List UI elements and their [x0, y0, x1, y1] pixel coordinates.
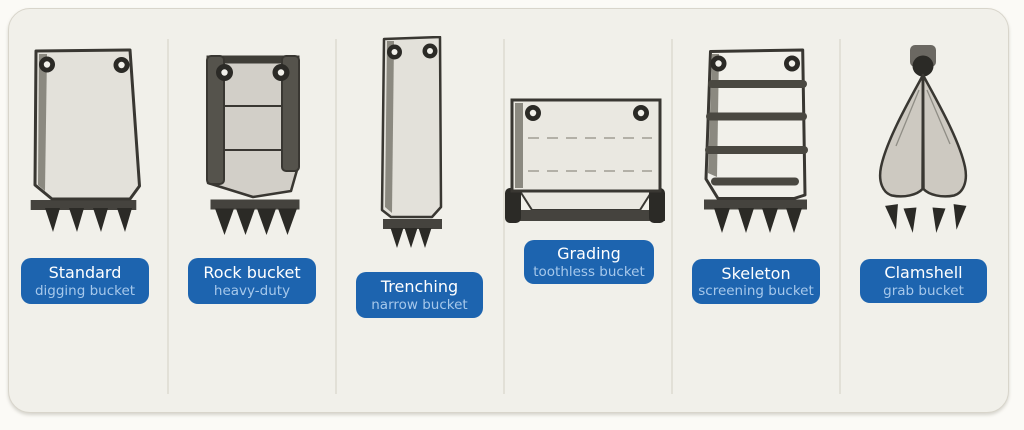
right-jaw	[921, 73, 968, 198]
rock-bucket-label: Rock bucket heavy-duty	[188, 258, 316, 304]
side-strip	[515, 103, 523, 188]
clamshell-bucket-icon	[878, 45, 968, 233]
mounting-bolts	[525, 105, 649, 121]
skeleton-bucket-label: Skeleton screening bucket	[692, 259, 820, 304]
right-rail	[281, 55, 300, 172]
cutting-edge-bar	[704, 199, 807, 210]
left-jaw	[878, 73, 925, 198]
cutting-edge-bar	[30, 200, 137, 210]
bucket-subtitle: digging bucket	[34, 282, 136, 299]
jaw-creases	[895, 89, 951, 147]
bucket-title: Grading	[557, 244, 621, 263]
bucket-subtitle: heavy-duty	[213, 282, 291, 299]
bucket-subtitle: toothless bucket	[533, 263, 645, 280]
bucket-teeth	[390, 228, 432, 248]
clamshell-bucket-label: Clamshell grab bucket	[860, 259, 987, 303]
left-rail	[206, 55, 225, 185]
bucket-title: Standard	[48, 263, 122, 282]
column-divider	[839, 39, 841, 394]
skeleton-bucket-icon	[704, 48, 808, 233]
mounting-bolts	[216, 64, 290, 81]
side-strip	[385, 41, 394, 213]
column-divider	[503, 39, 505, 394]
trenching-bucket-icon	[380, 36, 443, 248]
cutting-edge-bar	[383, 219, 442, 229]
bucket-teeth	[714, 208, 802, 233]
bucket-subtitle: narrow bucket	[371, 296, 468, 313]
grading-bucket-label: Grading toothless bucket	[524, 240, 654, 284]
standard-digging-bucket-icon	[30, 48, 141, 232]
mounting-bolts	[387, 43, 438, 60]
fold-dashed-lines	[528, 137, 652, 172]
column-divider	[335, 39, 337, 394]
bucket-title: Skeleton	[721, 263, 791, 283]
bucket-frame	[704, 48, 807, 200]
edge-end-cap	[649, 188, 665, 223]
straight-edge-bar	[507, 210, 665, 221]
bucket-teeth	[215, 208, 297, 235]
column-divider	[671, 39, 673, 394]
bucket-body	[33, 48, 141, 201]
bucket-title: Rock bucket	[203, 263, 301, 282]
trenching-bucket-label: Trenching narrow bucket	[356, 272, 483, 318]
mounting-bolts	[39, 56, 130, 73]
bucket-subtitle: screening bucket	[698, 283, 814, 300]
bucket-teeth	[45, 208, 132, 232]
pivot-joint	[912, 55, 934, 77]
mounting-bolts	[710, 55, 800, 72]
bucket-subtitle: grab bucket	[883, 282, 964, 299]
bucket-teeth	[885, 204, 967, 233]
side-strip	[38, 54, 47, 191]
rock-bucket-icon	[206, 55, 300, 235]
cutting-edge-bar	[210, 199, 300, 210]
screen-bars	[705, 80, 808, 186]
edge-end-cap	[505, 188, 521, 223]
top-edge	[206, 55, 300, 64]
standard-bucket-label: Standard digging bucket	[21, 258, 149, 304]
bucket-title: Clamshell	[884, 263, 963, 282]
bucket-title: Trenching	[380, 277, 459, 296]
grading-bucket-icon	[505, 98, 665, 223]
bucket-body	[380, 36, 443, 219]
column-divider	[167, 39, 169, 394]
